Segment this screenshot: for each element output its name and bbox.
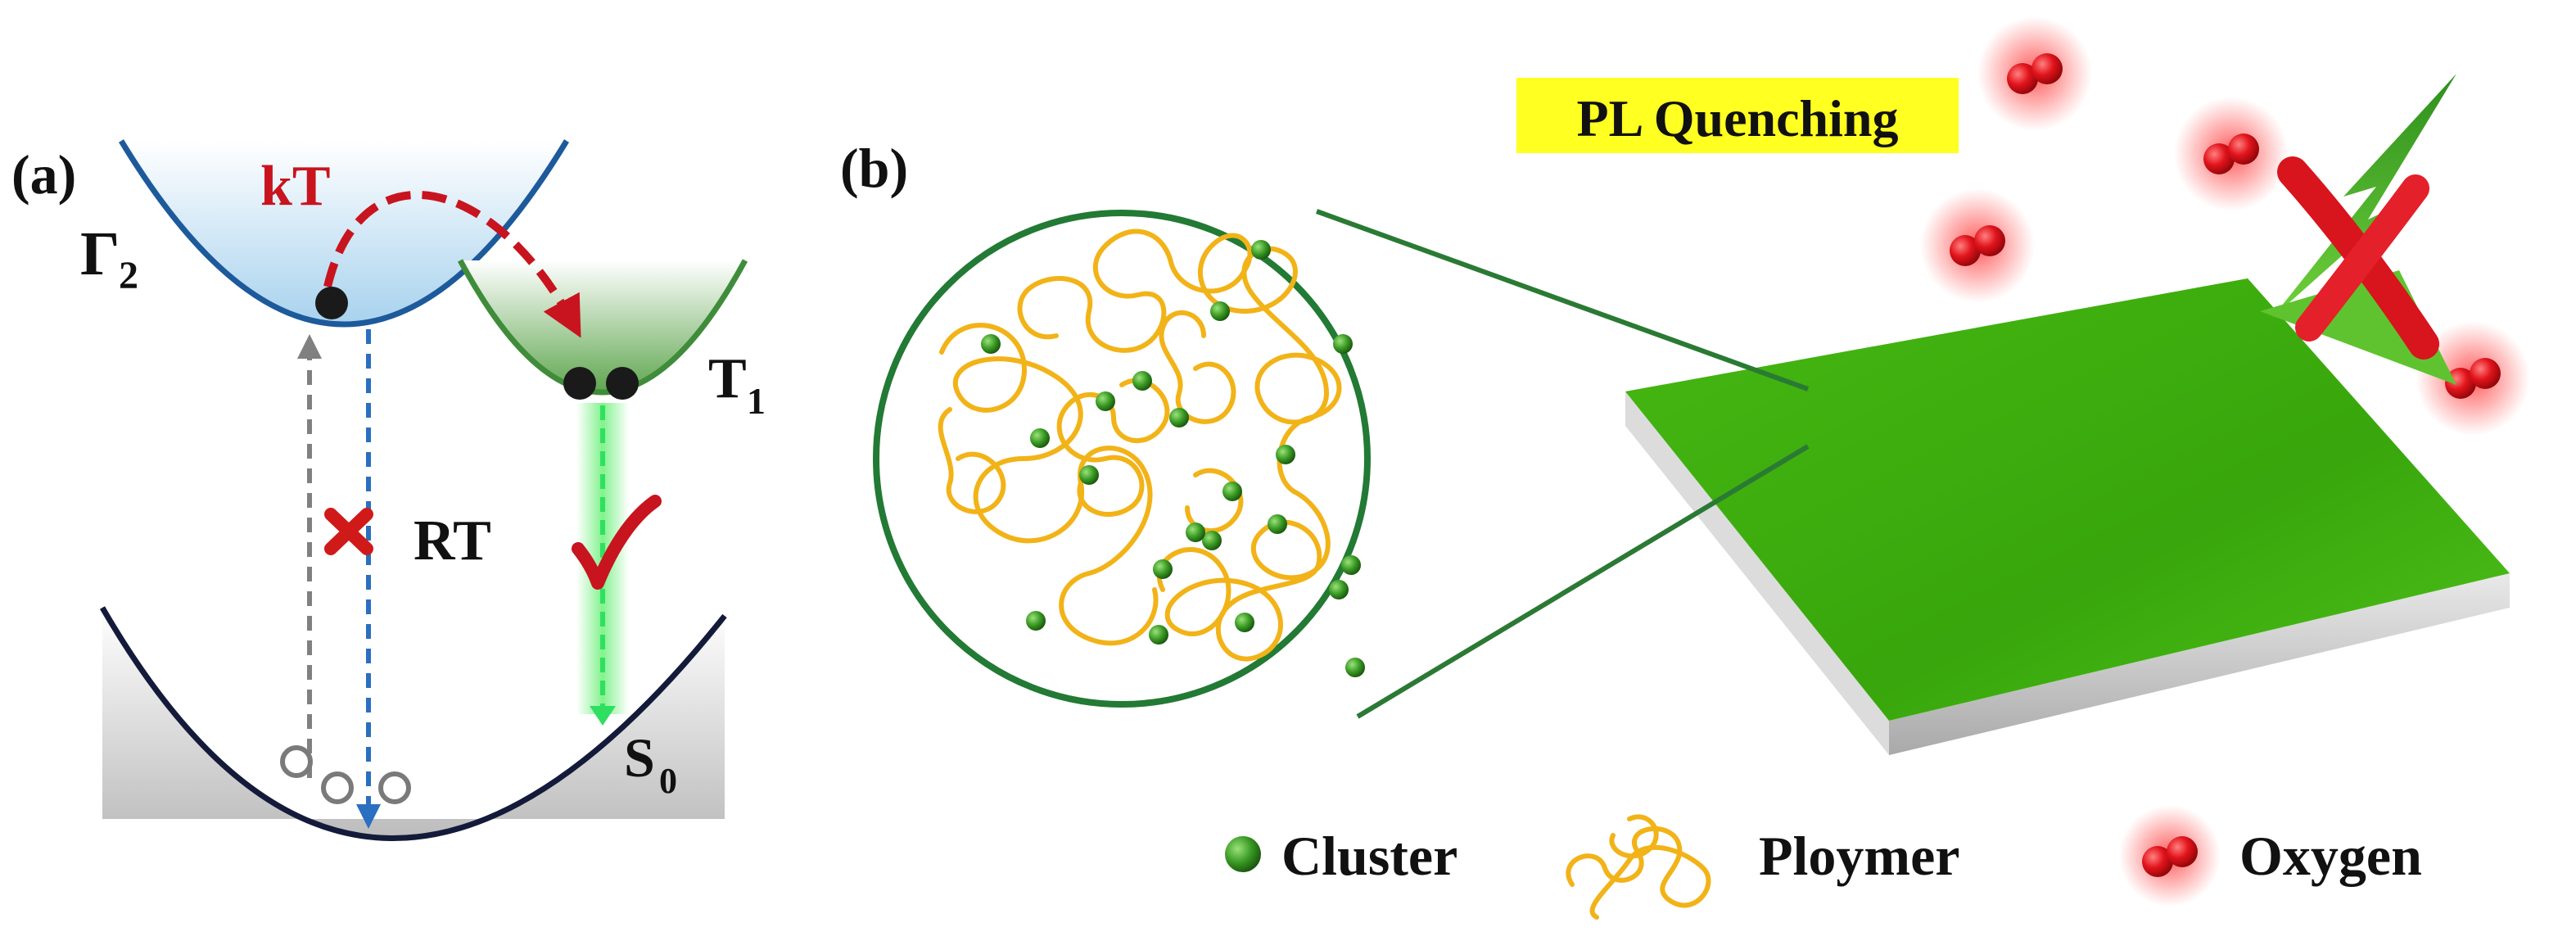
panel-a-label: (a): [11, 143, 76, 206]
cluster-13: [1153, 559, 1173, 579]
cluster-7: [1251, 240, 1271, 260]
gamma2-subscript: 2: [119, 254, 138, 297]
legend-polymer-swatch: [1566, 814, 1711, 920]
cluster-11: [1268, 514, 1287, 534]
cluster-3: [1079, 465, 1099, 485]
electron-t1-b: [606, 367, 639, 400]
cluster-2: [1030, 428, 1050, 448]
cluster-4: [1132, 371, 1152, 391]
cluster-12: [1202, 531, 1222, 550]
thermal-transfer-arrow: [323, 190, 581, 338]
zoom-line-lower: [1356, 444, 1810, 719]
ground-well-fill: [102, 608, 725, 839]
triplet-well-curve: [457, 259, 748, 396]
film-edge-left: [1625, 391, 1889, 755]
legend-oxygen-atom-b: [2167, 836, 2198, 867]
cluster-18: [1026, 611, 1046, 631]
cluster-19: [1345, 658, 1365, 677]
oxygen-molecule-1: [1977, 16, 2092, 131]
cross-mark-icon: [324, 508, 373, 555]
polymer-film: [1625, 278, 2510, 755]
s0-subscript: 0: [659, 761, 677, 801]
zoom-line-upper: [1315, 209, 1810, 391]
legend-polymer-label: Ploymer: [1759, 825, 1959, 887]
oxygen-molecule-4: [2416, 321, 2530, 436]
legend-oxygen-label: Oxygen: [2239, 825, 2422, 887]
cluster-6: [1210, 301, 1230, 321]
s0-symbol: S: [624, 726, 655, 789]
legend-oxygen-atom-a: [2142, 846, 2173, 877]
cluster-1: [981, 334, 1001, 354]
legend-cluster-swatch: [1225, 836, 1261, 872]
polymer-chain-2: [1157, 489, 1331, 662]
s0-label: S 0: [624, 726, 677, 801]
cluster-5: [1169, 408, 1189, 428]
cluster-10: [1222, 482, 1242, 501]
phosphorescence-arrowhead: [590, 706, 616, 726]
gamma2-symbol: Γ: [80, 219, 120, 288]
kt-label: kT: [260, 155, 331, 218]
t1-label: T 1: [708, 347, 766, 422]
polymer-chain-5: [938, 310, 1236, 514]
cluster-14: [1341, 555, 1361, 575]
gamma2-label: Γ 2: [80, 219, 138, 297]
hole-3: [378, 771, 411, 804]
cluster-8: [1333, 334, 1353, 354]
cluster-17: [1149, 625, 1168, 645]
electron-t1-a: [563, 367, 596, 400]
pl-quenching-text: PL Quenching: [1577, 89, 1899, 147]
polymer-chain-4: [1017, 228, 1247, 353]
cluster-particles: [981, 240, 1365, 677]
polymer-chain-3: [1197, 233, 1342, 494]
check-mark-icon: [572, 495, 662, 590]
rt-label: RT: [414, 509, 491, 572]
t1-subscript: 1: [747, 380, 766, 422]
oxygen-molecule-3: [1920, 188, 2035, 303]
cluster-20: [1186, 522, 1205, 542]
polymer-chains: [938, 228, 1342, 662]
hole-1: [280, 745, 313, 778]
oxygen-molecules: [1920, 16, 2530, 436]
oxygen-molecule-2: [2174, 97, 2289, 211]
film-front-side: [1889, 573, 2510, 755]
polymer-chain-1: [939, 323, 1159, 646]
t1-symbol: T: [708, 347, 747, 410]
legend: Cluster Ploymer Oxygen: [1225, 805, 2422, 920]
cluster-16: [1235, 613, 1254, 632]
pl-quenching-banner: [1516, 78, 1959, 153]
quench-cross-icon: [2277, 156, 2439, 360]
film-top-surface: [1625, 278, 2510, 721]
ground-well-curve: [99, 606, 727, 841]
hole-2: [321, 771, 354, 804]
legend-cluster-label: Cluster: [1281, 825, 1457, 887]
cluster-15: [1329, 580, 1349, 599]
electron-gamma2: [315, 287, 348, 319]
cluster-9: [1276, 445, 1295, 464]
panel-b-label: (b): [840, 137, 908, 199]
cluster-21: [1096, 391, 1115, 411]
